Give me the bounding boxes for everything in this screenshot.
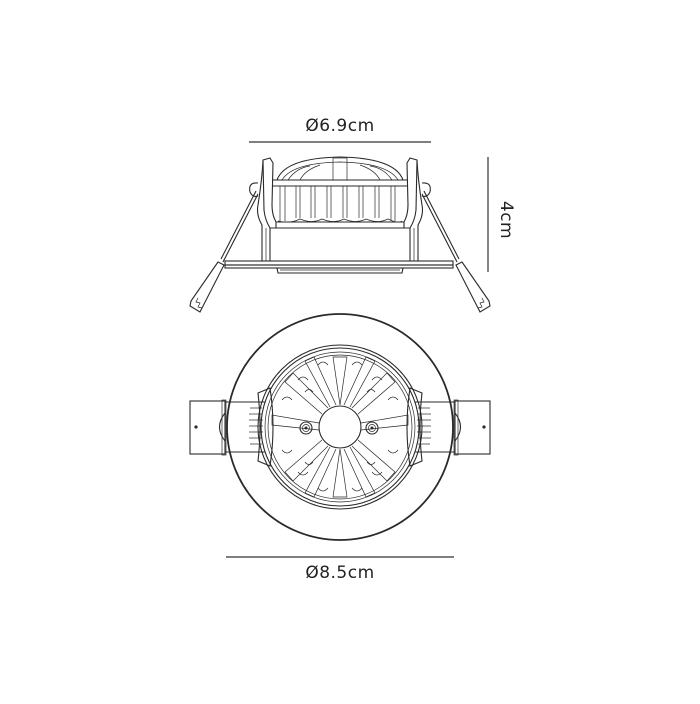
center-lens bbox=[318, 405, 362, 449]
top-width-label: Ø6.9cm bbox=[305, 116, 375, 136]
screw-left bbox=[299, 421, 313, 435]
bottom-view bbox=[189, 313, 491, 541]
screw-right bbox=[365, 421, 379, 435]
reflector-spokes bbox=[271, 356, 409, 498]
side-view bbox=[189, 156, 491, 313]
left-spring-clip bbox=[189, 190, 259, 313]
left-mounting-bracket bbox=[189, 387, 274, 467]
bottom-diameter-label: Ø8.5cm bbox=[305, 563, 375, 583]
height-label: 4cm bbox=[496, 200, 516, 240]
right-mounting-bracket bbox=[406, 387, 491, 467]
led-cups bbox=[281, 361, 399, 492]
outer-trim-ring bbox=[226, 313, 454, 541]
right-spring-clip bbox=[421, 190, 491, 313]
